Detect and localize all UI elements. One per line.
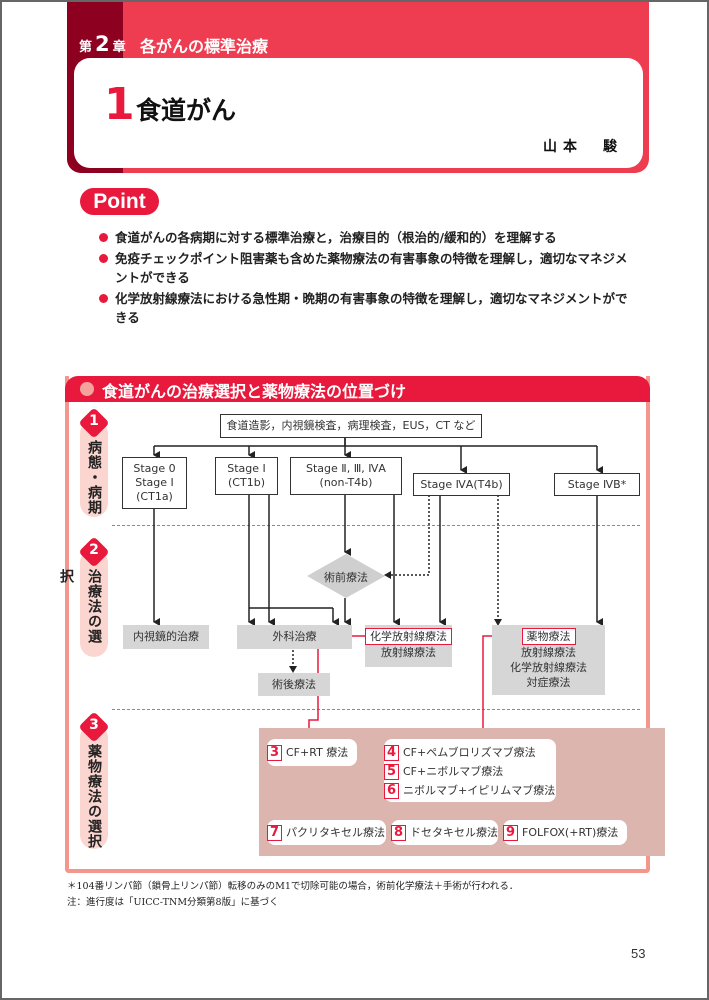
chapter-number: 2: [95, 32, 110, 56]
side-text: 薬物療法の選択: [86, 744, 102, 849]
footnote: ＊104番リンパ節（鎖骨上リンパ節）転移のみのM1で切除可能の場合，術前化学療法…: [67, 881, 519, 892]
regimen-row: 5 CF+ニボルマブ療法: [384, 762, 556, 781]
divider-dashed: [112, 709, 640, 710]
regimen-number: 6: [384, 783, 399, 799]
chapter-suffix: 章: [112, 40, 126, 55]
point-list: 食道がんの各病期に対する標準治療と，治療目的（根治的/緩和的）を理解する 免疫チ…: [97, 228, 637, 329]
point-item: 化学放射線療法における急性期・晩期の有害事象の特徴を理解し，適切なマネジメントが…: [97, 289, 637, 327]
exam-text: 食道造影，内視鏡検査，病理検査，EUS，CT など: [226, 419, 476, 432]
regimen-label: CF+ニボルマブ療法: [403, 765, 504, 778]
treatment-label: 術後療法: [272, 678, 316, 691]
side-number: 3: [89, 717, 99, 733]
stage-line: (CT1b): [228, 476, 265, 489]
treatment-label: 化学放射線療法: [510, 661, 587, 674]
regimen-label: CF+RT 療法: [286, 746, 349, 759]
side-label-1: 1 病態・病期: [78, 407, 110, 517]
bullet-icon: [99, 294, 108, 303]
regimen-row: 4 CF+ペムブロリズマブ療法: [384, 743, 556, 762]
regimen-row: 3 CF+RT 療法: [267, 743, 357, 762]
treatment-label: 放射線療法: [521, 646, 576, 659]
figure-title: 食道がんの治療選択と薬物療法の位置づけ: [102, 382, 407, 401]
section-number: 1: [104, 79, 135, 130]
section-title-card: 1 食道がん 山本 駿: [74, 58, 643, 168]
figure-frame: [65, 376, 650, 873]
point-text: 食道がんの各病期に対する標準治療と，治療目的（根治的/緩和的）を理解する: [115, 230, 557, 245]
author: 山本 駿: [543, 139, 623, 155]
regimen-label: パクリタキセル療法: [286, 826, 385, 839]
treatment-label: 内視鏡的治療: [133, 630, 199, 643]
preop-label: 術前療法: [324, 571, 368, 584]
stage-box: Stage Ⅰ (CT1b): [215, 457, 278, 495]
drug-highlight: 薬物療法: [521, 628, 576, 645]
regimen-number: 4: [384, 745, 399, 761]
surgery-box: 外科治療: [237, 625, 352, 649]
regimen-card: 9 FOLFOX(+RT)療法: [503, 820, 627, 845]
drug-therapy-box: 薬物療法 放射線療法 化学放射線療法 対症療法: [492, 625, 605, 695]
regimen-label: ニボルマブ+イピリムマブ療法: [403, 784, 556, 797]
point-text: 免疫チェックポイント阻害薬も含めた薬物療法の有害事象の特徴を理解し，適切なマネジ…: [115, 251, 628, 285]
regimen-label: ドセタキセル療法: [410, 826, 498, 839]
regimen-row: 9 FOLFOX(+RT)療法: [503, 823, 627, 842]
point-text: 化学放射線療法における急性期・晩期の有害事象の特徴を理解し，適切なマネジメントが…: [115, 291, 628, 325]
treatment-label: 外科治療: [272, 630, 317, 643]
regimen-card: 4 CF+ペムブロリズマブ療法 5 CF+ニボルマブ療法 6 ニボルマブ+イピリムマブ…: [384, 739, 556, 802]
figure-header: 食道がんの治療選択と薬物療法の位置づけ: [65, 376, 650, 402]
page-number: 53: [631, 946, 646, 961]
treatment-label: 放射線療法: [381, 646, 436, 659]
chapter-title: 各がんの標準治療: [140, 37, 269, 56]
regimen-card: 3 CF+RT 療法: [267, 739, 357, 766]
side-label-2: 2 治療法の選択: [58, 536, 110, 657]
regimen-label: CF+ペムブロリズマブ療法: [403, 746, 536, 759]
footnote: 注：進行度は「UICC-TNM分類第8版」に基づく: [67, 897, 279, 908]
treatment-label: 対症療法: [526, 676, 571, 689]
stage-box: Stage Ⅱ, Ⅲ, ⅣA (non-T4b): [290, 457, 402, 495]
stage-line: (non-T4b): [319, 476, 373, 489]
stage-line: (CT1a): [136, 490, 173, 503]
stage-line: Stage Ⅱ, Ⅲ, ⅣA: [306, 462, 386, 475]
stage-line: Stage ⅣB*: [567, 477, 627, 491]
divider-dashed: [112, 525, 640, 526]
regimen-number: 8: [391, 825, 406, 841]
section-title: 食道がん: [136, 96, 237, 125]
stage-line: Stage Ⅰ: [227, 462, 266, 475]
stage-box: Stage ⅣB*: [554, 473, 640, 496]
side-text: 治療法の選択: [58, 569, 102, 644]
side-number: 2: [89, 542, 99, 558]
side-label-3: 3 薬物療法の選択: [78, 711, 110, 849]
regimen-number: 5: [384, 764, 399, 780]
point-item: 免疫チェックポイント阻害薬も含めた薬物療法の有害事象の特徴を理解し，適切なマネジ…: [97, 249, 637, 287]
exam-box: 食道造影，内視鏡検査，病理検査，EUS，CT など: [220, 414, 482, 438]
bullet-icon: [99, 233, 108, 242]
stage-line: Stage ⅣA(T4b): [420, 477, 503, 491]
stage-line: Stage 0: [133, 462, 176, 475]
stage-box: Stage ⅣA(T4b): [413, 473, 510, 496]
stage-box: Stage 0 Stage Ⅰ (CT1a): [122, 457, 187, 509]
postop-box: 術後療法: [258, 673, 330, 696]
regimen-number: 7: [267, 825, 282, 841]
regimen-number: 9: [503, 825, 518, 841]
point-badge: Point: [80, 188, 159, 215]
regimen-row: 6 ニボルマブ+イピリムマブ療法: [384, 781, 556, 800]
endoscopic-treatment-box: 内視鏡的治療: [123, 625, 209, 649]
point-item: 食道がんの各病期に対する標準治療と，治療目的（根治的/緩和的）を理解する: [97, 228, 637, 247]
stage-line: Stage Ⅰ: [135, 476, 174, 489]
circle-icon: [80, 382, 94, 396]
regimen-label: FOLFOX(+RT)療法: [522, 826, 619, 839]
crt-box: 化学放射線療法 放射線療法: [365, 625, 452, 667]
side-number: 1: [89, 413, 99, 429]
regimen-row: 7 パクリタキセル療法: [267, 823, 386, 842]
regimen-number: 3: [267, 745, 282, 761]
preop-diamond: 術前療法: [307, 554, 385, 598]
crt-highlight: 化学放射線療法: [365, 628, 452, 645]
regimen-card: 7 パクリタキセル療法: [267, 820, 386, 845]
regimen-row: 8 ドセタキセル療法: [391, 823, 498, 842]
regimen-card: 8 ドセタキセル療法: [391, 820, 498, 845]
chapter-prefix: 第: [79, 40, 93, 55]
side-text: 病態・病期: [86, 440, 102, 515]
bullet-icon: [99, 254, 108, 263]
